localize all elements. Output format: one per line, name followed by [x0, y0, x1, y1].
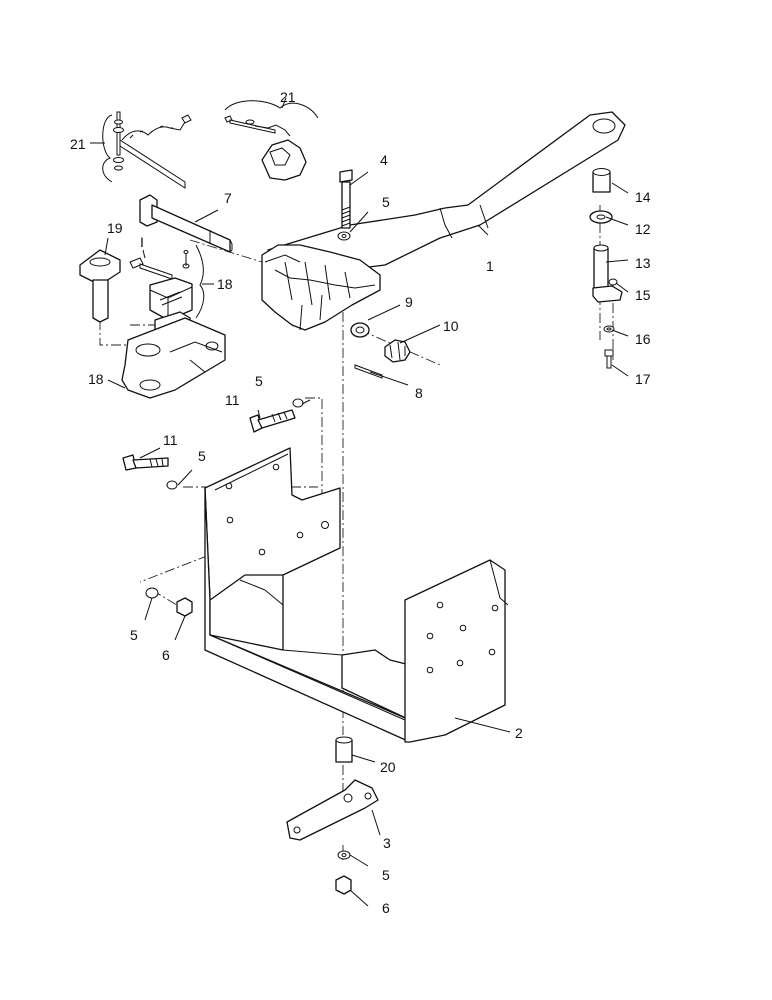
callout-13: 13 — [635, 255, 651, 271]
pin-part-19 — [79, 249, 121, 323]
callout-5-middle: 5 — [198, 448, 206, 464]
callout-9: 9 — [405, 294, 413, 310]
support-frame-part-2 — [204, 447, 509, 743]
bracket-group-21-left — [90, 114, 113, 183]
drawbar-part-1 — [261, 111, 626, 331]
screw-part-17 — [604, 349, 614, 369]
callout-15: 15 — [635, 287, 651, 303]
clip-part-21-right — [224, 115, 307, 181]
pin-part-7 — [139, 194, 233, 253]
callout-6-bottom: 6 — [382, 900, 390, 916]
callout-2: 2 — [515, 725, 523, 741]
clevis-part-18-lower — [121, 311, 226, 399]
callout-5-upper: 5 — [255, 373, 263, 389]
callout-7: 7 — [224, 190, 232, 206]
callout-10: 10 — [443, 318, 459, 334]
callout-21-left: 21 — [70, 136, 86, 152]
washer-part-5-top — [337, 231, 351, 241]
callout-21-right: 21 — [280, 89, 296, 105]
washer-part-5-bottom — [337, 850, 351, 860]
bolt-part-4 — [339, 169, 353, 229]
latch-part-18-upper — [149, 277, 193, 321]
callout-8: 8 — [415, 385, 423, 401]
bushing-part-14 — [592, 168, 611, 193]
nut-part-6-bottom — [335, 875, 352, 895]
callout-i: I — [140, 234, 144, 250]
bolt-part-11-lower — [122, 454, 169, 471]
callout-16: 16 — [635, 331, 651, 347]
callout-18-right: 18 — [217, 276, 233, 292]
washer-part-12 — [589, 210, 613, 224]
washer-part-5-upper — [292, 398, 304, 408]
callout-18-left: 18 — [88, 371, 104, 387]
callout-19: 19 — [107, 220, 123, 236]
cotter-pin-part-8 — [354, 364, 383, 379]
nut-part-6-left — [176, 597, 193, 617]
callout-labels: 1 2 3 4 5 5 5 5 5 6 6 7 8 9 10 11 11 12 … — [70, 89, 651, 916]
bracket-group-18 — [195, 244, 214, 319]
bushing-part-20 — [335, 736, 353, 763]
callout-4: 4 — [380, 152, 388, 168]
bracket-group-21-right — [224, 97, 319, 119]
callout-11-upper: 11 — [225, 392, 240, 408]
washer-part-9 — [350, 322, 370, 338]
callout-3: 3 — [383, 835, 391, 851]
callout-20: 20 — [380, 759, 396, 775]
callout-5-bottom: 5 — [382, 867, 390, 883]
pivot-pin-part-13 — [592, 244, 623, 303]
washer-part-5-lower-left — [145, 587, 159, 599]
callout-1: 1 — [486, 258, 494, 274]
callout-17: 17 — [635, 371, 651, 387]
callout-6-left: 6 — [162, 647, 170, 663]
callout-12: 12 — [635, 221, 651, 237]
bolt-part-i — [129, 250, 190, 280]
chain-pin-part-21-left — [113, 111, 192, 189]
washer-part-16 — [603, 325, 615, 333]
plate-part-3 — [286, 779, 379, 841]
castle-nut-part-10 — [384, 339, 411, 363]
bolt-part-11-upper — [249, 409, 296, 433]
leader-lines — [104, 171, 629, 907]
callout-11-lower: 11 — [163, 432, 178, 448]
callout-5-lower-left: 5 — [130, 627, 138, 643]
washer-part-15 — [608, 278, 618, 286]
callout-14: 14 — [635, 189, 651, 205]
washer-part-5-middle — [166, 480, 178, 490]
callout-5-top: 5 — [382, 194, 390, 210]
